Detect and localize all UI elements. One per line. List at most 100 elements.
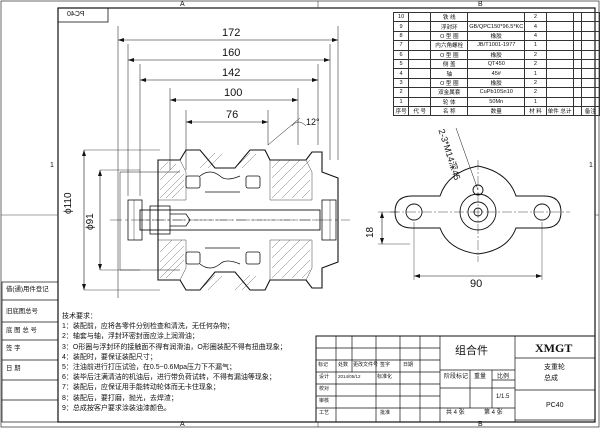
section-view [82, 26, 350, 298]
tb-count: 处数 [338, 362, 349, 368]
side-view [378, 127, 570, 280]
bom-cell-note [580, 30, 600, 42]
tb-sheets: 共 4 张 [446, 410, 465, 416]
bom-cell-w1 [545, 77, 574, 89]
bom-cell-no: 1 [392, 96, 410, 107]
note-item: 5：注油前进行打压试验，在0.5~0.6Mpa压力下不漏气； [62, 364, 237, 372]
bom-cell-name: 轮 体 [430, 96, 469, 107]
zone-b-top: B [478, 1, 483, 8]
bom-cell-code [408, 30, 432, 42]
bom-cell-note [580, 21, 600, 32]
bom-cell-w2 [572, 68, 582, 79]
bom-cell-qty: 2 [524, 11, 547, 23]
bom-cell-qty: 2 [524, 49, 547, 60]
bom-cell-w2 [572, 11, 582, 23]
left-strip [1, 281, 59, 423]
bom-cell-no: 3 [392, 77, 410, 89]
drawing-no-label: PC40 [67, 11, 85, 18]
bom-cell-code [408, 58, 432, 70]
bom-cell-w1 [545, 30, 574, 42]
note-item: 9：总成按客户要求涂装油漆颜色。 [62, 404, 171, 412]
bom-cell-name: 浮封环 [430, 21, 469, 32]
bom-cell-w2 [572, 77, 582, 89]
bom-cell-qty: 4 [524, 21, 547, 32]
bom-cell-qty: 2 [524, 58, 547, 70]
bom-cell-name: O 型 圈 [430, 77, 469, 89]
bom-cell-no: 4 [392, 68, 410, 79]
zone-a-top: A [180, 1, 185, 8]
tb-part-sub: 总成 [544, 375, 558, 382]
bom-cell-note [580, 77, 600, 89]
note-item: 2：轴套与轴，浮封环密封面应涂上润滑油； [62, 333, 199, 341]
bom-cell-std: 45# [467, 68, 526, 79]
bom-cell-qty: 2 [524, 87, 547, 98]
bom-cell-name: 双金属套 [430, 87, 469, 98]
dim-172: 172 [222, 27, 241, 39]
bom-cell-no: 2 [392, 87, 410, 98]
bom-cell-w1 [545, 11, 574, 23]
title-block [315, 335, 596, 423]
bom-cell-std [467, 11, 526, 23]
dim-160: 160 [222, 47, 241, 59]
bom-cell-w2 [572, 21, 582, 32]
tb-company: XMGT [535, 341, 573, 355]
tb-assembly: 组合件 [455, 345, 488, 357]
bom-cell-qty: 1 [524, 68, 547, 79]
bom-cell-std: JB/T1001-1977 [467, 40, 526, 51]
notes-title: 技术要求： [62, 313, 97, 320]
note-item: 4：装配时，要保证装配尺寸； [62, 353, 157, 361]
tb-check: 校对 [319, 386, 330, 392]
bom-cell-code [408, 21, 432, 32]
dim-angle: 12° [306, 117, 320, 127]
note-item: 8：装配后，要打磨，抛光，去焊渣； [62, 394, 178, 402]
bom-cell-name: 侧 盖 [430, 58, 469, 70]
tb-sign: 签字 [380, 362, 391, 368]
left-strip-l4: 签 字 [6, 345, 21, 352]
bom-header-note: 备注 [580, 105, 600, 117]
bom-header-no: 序号 [392, 105, 410, 117]
tb-design-date: 2014/05/12 [338, 374, 361, 379]
bom-cell-no: 7 [392, 40, 410, 51]
tb-stage: 阶段标记 [444, 374, 469, 380]
bom-cell-note [580, 49, 600, 60]
bom-cell-name: O 型 圈 [430, 30, 469, 42]
bom-cell-name: 内六角螺栓 [430, 40, 469, 51]
bom-cell-name: 铁 线 [430, 11, 469, 23]
bom-cell-std: GB/QPC150*96.5*KC [467, 21, 526, 32]
note-item: 1：装配前，应将各零件分别检查和清洗，无任何杂物； [62, 323, 234, 331]
bom-cell-w1 [545, 40, 574, 51]
zone-b-bottom: B [478, 421, 483, 428]
bom-header-code: 代 号 [408, 105, 432, 117]
bom-cell-note [580, 68, 600, 79]
bom-cell-w2 [572, 49, 582, 60]
dim-142: 142 [222, 67, 241, 79]
tb-scale: 比例 [497, 374, 510, 380]
bom-header-mat: 材 料 [524, 105, 547, 117]
tb-mark: 标记 [318, 362, 329, 368]
bom-cell-std: 50Mn [467, 96, 526, 107]
dim-dia110: ϕ110 [63, 192, 74, 214]
bom-cell-w1 [545, 49, 574, 60]
bom-cell-code [408, 40, 432, 51]
dim-18: 18 [365, 226, 376, 238]
bom-header-name: 名 称 [430, 105, 469, 117]
tb-weight: 重量 [474, 374, 487, 380]
tb-sheet-no: 第 4 张 [484, 410, 503, 416]
left-strip-l5: 日 期 [6, 365, 21, 372]
bom-cell-no: 9 [392, 21, 410, 32]
bom-cell-note [580, 58, 600, 70]
left-strip-l3: 底 图 总 号 [6, 327, 37, 334]
bom-cell-w1 [545, 58, 574, 70]
bom-cell-name: 轴 [430, 68, 469, 79]
tb-process: 工艺 [319, 410, 330, 416]
